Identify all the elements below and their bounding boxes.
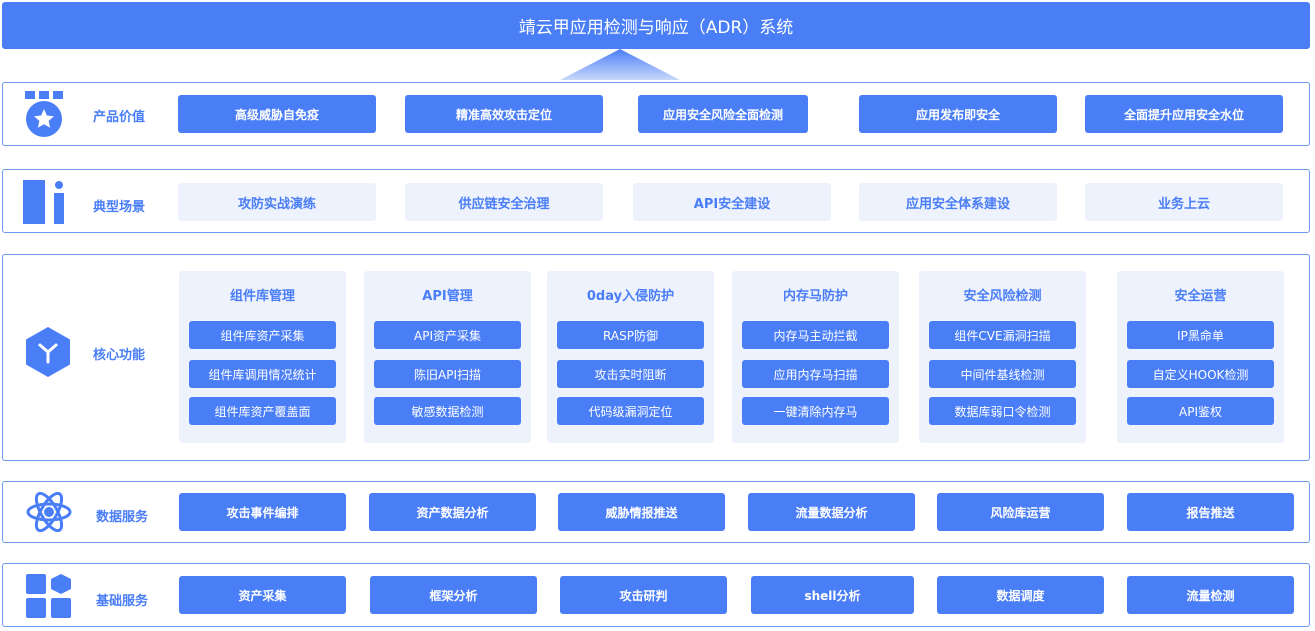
scenario-item-5: 业务上云 bbox=[1085, 183, 1283, 221]
data-service-item-5: 风险库运营 bbox=[937, 493, 1104, 531]
value-item-2: 精准高效攻击定位 bbox=[405, 95, 603, 133]
base-service-item-6: 流量检测 bbox=[1127, 576, 1294, 614]
data-service-item-4: 流量数据分析 bbox=[748, 493, 915, 531]
base-service-label: 基础服务 bbox=[96, 594, 149, 609]
core-column-title: 0day入侵防护 bbox=[586, 289, 675, 304]
core-column-title: 组件库管理 bbox=[229, 289, 295, 304]
value-item-3: 应用安全风险全面检测 bbox=[638, 95, 808, 133]
base-service-item-4: shell分析 bbox=[751, 576, 914, 614]
atom-icon bbox=[26, 491, 72, 533]
typical-scenario-row: 典型场景 攻防实战演练 供应链安全治理 API安全建设 应用安全体系建设 业务上… bbox=[2, 169, 1310, 233]
core-column-item: 自定义HOOK检测 bbox=[1127, 360, 1274, 388]
core-column-item: RASP防御 bbox=[557, 321, 704, 349]
data-service-row: 数据服务 攻击事件编排 资产数据分析 威胁情报推送 流量数据分析 风险库运营 报… bbox=[2, 481, 1310, 543]
core-function-label: 核心功能 bbox=[93, 348, 146, 363]
core-column-component: 组件库管理 组件库资产采集 组件库调用情况统计 组件库资产覆盖面 bbox=[179, 271, 346, 443]
core-column-item: 组件库资产覆盖面 bbox=[189, 397, 336, 425]
value-item-1: 高级威胁自免疫 bbox=[178, 95, 376, 133]
base-service-item-3: 攻击研判 bbox=[560, 576, 727, 614]
core-column-item: 组件库调用情况统计 bbox=[189, 360, 336, 388]
core-column-memshell: 内存马防护 内存马主动拦截 应用内存马扫描 一键清除内存马 bbox=[732, 271, 899, 443]
core-column-item: 一键清除内存马 bbox=[742, 397, 889, 425]
core-column-item: 内存马主动拦截 bbox=[742, 321, 889, 349]
data-service-label: 数据服务 bbox=[96, 510, 149, 525]
base-service-item-2: 框架分析 bbox=[370, 576, 537, 614]
header-arrow-icon bbox=[560, 49, 680, 80]
blocks-icon bbox=[26, 574, 71, 618]
core-column-title: 安全运营 bbox=[1174, 289, 1227, 304]
product-value-row: 产品价值 高级威胁自免疫 精准高效攻击定位 应用安全风险全面检测 应用发布即安全… bbox=[2, 82, 1310, 146]
core-column-risk: 安全风险检测 组件CVE漏洞扫描 中间件基线检测 数据库弱口令检测 bbox=[919, 271, 1086, 443]
core-column-item: 代码级漏洞定位 bbox=[557, 397, 704, 425]
scenario-item-1: 攻防实战演练 bbox=[178, 183, 376, 221]
scenario-item-3: API安全建设 bbox=[633, 183, 831, 221]
core-column-item: 组件库资产采集 bbox=[189, 321, 336, 349]
core-column-item: IP黑命单 bbox=[1127, 321, 1274, 349]
scenario-item-4: 应用安全体系建设 bbox=[859, 183, 1057, 221]
core-column-item: 应用内存马扫描 bbox=[742, 360, 889, 388]
hexagon-y-icon bbox=[26, 327, 70, 377]
system-title: 靖云甲应用检测与响应（ADR）系统 bbox=[518, 18, 794, 38]
product-value-label: 产品价值 bbox=[93, 110, 146, 125]
core-column-item: 中间件基线检测 bbox=[929, 360, 1076, 388]
core-column-0day: 0day入侵防护 RASP防御 攻击实时阻断 代码级漏洞定位 bbox=[547, 271, 714, 443]
core-column-item: API资产采集 bbox=[374, 321, 521, 349]
core-column-title: API管理 bbox=[422, 289, 473, 304]
data-service-item-2: 资产数据分析 bbox=[369, 493, 536, 531]
core-function-row: 核心功能 组件库管理 组件库资产采集 组件库调用情况统计 组件库资产覆盖面 AP… bbox=[2, 254, 1310, 461]
core-column-api: API管理 API资产采集 陈旧API扫描 敏感数据检测 bbox=[364, 271, 531, 443]
core-column-item: 陈旧API扫描 bbox=[374, 360, 521, 388]
core-column-item: 组件CVE漏洞扫描 bbox=[929, 321, 1076, 349]
core-column-title: 内存马防护 bbox=[782, 289, 848, 304]
base-service-row: 基础服务 资产采集 框架分析 攻击研判 shell分析 数据调度 流量检测 bbox=[2, 563, 1310, 627]
scenario-item-2: 供应链安全治理 bbox=[405, 183, 603, 221]
value-item-5: 全面提升应用安全水位 bbox=[1085, 95, 1283, 133]
core-column-title: 安全风险检测 bbox=[963, 289, 1042, 304]
data-service-item-6: 报告推送 bbox=[1127, 493, 1294, 531]
data-service-item-3: 威胁情报推送 bbox=[558, 493, 725, 531]
core-column-item: 敏感数据检测 bbox=[374, 397, 521, 425]
data-service-item-1: 攻击事件编排 bbox=[179, 493, 346, 531]
typical-scenario-label: 典型场景 bbox=[93, 200, 146, 215]
core-column-item: API鉴权 bbox=[1127, 397, 1274, 425]
base-service-item-5: 数据调度 bbox=[937, 576, 1104, 614]
core-column-item: 数据库弱口令检测 bbox=[929, 397, 1076, 425]
value-item-4: 应用发布即安全 bbox=[859, 95, 1057, 133]
core-column-item: 攻击实时阻断 bbox=[557, 360, 704, 388]
core-column-ops: 安全运营 IP黑命单 自定义HOOK检测 API鉴权 bbox=[1117, 271, 1284, 443]
system-title-banner: 靖云甲应用检测与响应（ADR）系统 bbox=[2, 2, 1310, 49]
info-panel-icon bbox=[23, 180, 64, 224]
base-service-item-1: 资产采集 bbox=[179, 576, 346, 614]
medal-star-icon bbox=[25, 91, 63, 137]
